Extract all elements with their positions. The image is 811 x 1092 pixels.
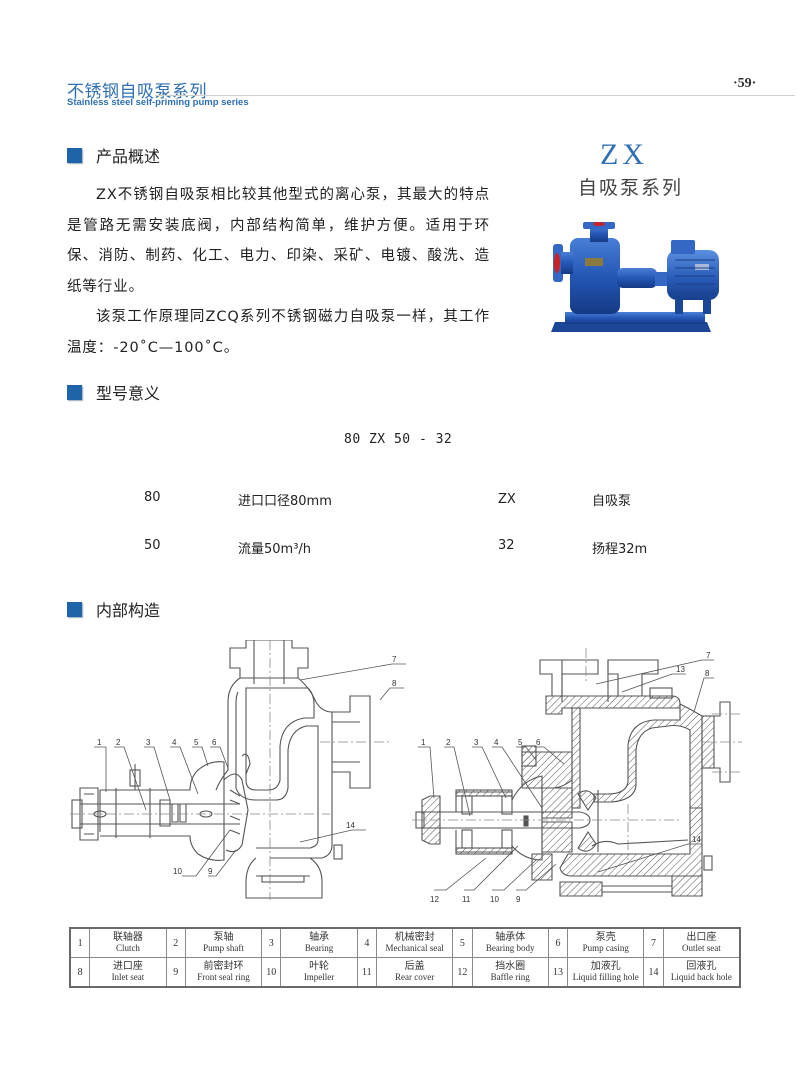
part-number: 5 bbox=[452, 927, 473, 958]
section-heading-model: 型号意义 bbox=[67, 380, 160, 404]
product-series-name: 自吸泵系列 bbox=[578, 177, 684, 199]
pump-cross-section-right: 1 2 3 4 5 6 7 13 8 12 11 10 9 14 bbox=[412, 648, 742, 904]
part-number: 4 bbox=[356, 927, 378, 958]
part-number: 12 bbox=[452, 957, 473, 988]
model-item-meaning: 流量50m³/h bbox=[238, 542, 312, 557]
part-number: 1 bbox=[69, 927, 91, 958]
callout-8: 8 bbox=[705, 669, 710, 678]
overview-text: ZX不锈钢自吸泵相比较其他型式的离心泵，其最大的特点是管路无需安装底阀，内部结构… bbox=[67, 180, 490, 363]
section-heading-structure: 内部构造 bbox=[67, 597, 160, 621]
callout-7: 7 bbox=[392, 655, 397, 664]
heading-text: 产品概述 bbox=[96, 147, 161, 166]
callout-6: 6 bbox=[536, 738, 541, 747]
callout-11: 11 bbox=[462, 895, 471, 904]
model-item-code: ZX bbox=[498, 492, 516, 507]
part-number: 11 bbox=[356, 957, 378, 988]
heading-text: 内部构造 bbox=[96, 601, 161, 620]
series-title-en: Stainless steel self-priming pump series bbox=[67, 97, 249, 108]
model-code: 80 ZX 50 - 32 bbox=[344, 432, 453, 447]
model-item-meaning: 自吸泵 bbox=[592, 494, 632, 509]
callout-3: 3 bbox=[474, 738, 479, 747]
heading-square-icon bbox=[67, 601, 82, 617]
callout-13: 13 bbox=[676, 665, 685, 674]
callout-9: 9 bbox=[516, 895, 521, 904]
model-item-code: 50 bbox=[144, 538, 161, 553]
callout-9: 9 bbox=[208, 867, 213, 876]
callout-1: 1 bbox=[421, 738, 426, 747]
part-number: 9 bbox=[165, 957, 186, 988]
callout-8: 8 bbox=[392, 679, 397, 688]
model-item-meaning: 进口口径80mm bbox=[238, 494, 332, 509]
overview-paragraph-1: ZX不锈钢自吸泵相比较其他型式的离心泵，其最大的特点是管路无需安装底阀，内部结构… bbox=[67, 187, 490, 295]
part-number: 3 bbox=[261, 927, 282, 958]
heading-square-icon bbox=[67, 147, 82, 163]
callout-14: 14 bbox=[692, 835, 701, 844]
pump-cross-section-left: 1 2 3 4 5 6 7 8 10 9 14 bbox=[70, 640, 406, 900]
callout-4: 4 bbox=[494, 738, 499, 747]
callout-3: 3 bbox=[146, 738, 151, 747]
section-heading-overview: 产品概述 bbox=[67, 143, 160, 167]
callout-2: 2 bbox=[446, 738, 451, 747]
part-number: 2 bbox=[165, 927, 186, 958]
part-number: 13 bbox=[547, 957, 569, 988]
callout-14: 14 bbox=[346, 821, 355, 830]
callout-10: 10 bbox=[490, 895, 499, 904]
product-code: ZX bbox=[600, 138, 648, 171]
header-divider bbox=[155, 95, 795, 96]
callout-1: 1 bbox=[97, 738, 102, 747]
overview-paragraph-2: 该泵工作原理同ZCQ系列不锈钢磁力自吸泵一样，其工作温度：-20˚C—100˚C… bbox=[67, 309, 490, 356]
callout-7: 7 bbox=[706, 651, 711, 660]
callout-4: 4 bbox=[172, 738, 177, 747]
part-number: 10 bbox=[261, 957, 282, 988]
model-item-meaning: 扬程32m bbox=[592, 542, 648, 557]
pump-photo bbox=[551, 222, 719, 332]
page-number: ·59· bbox=[733, 76, 757, 91]
part-number: 6 bbox=[547, 927, 569, 958]
callout-6: 6 bbox=[212, 738, 217, 747]
series-title-cn: 不锈钢自吸泵系列 bbox=[67, 82, 207, 102]
callout-5: 5 bbox=[518, 738, 523, 747]
model-item-code: 80 bbox=[144, 490, 161, 505]
part-number: 8 bbox=[69, 957, 91, 988]
part-number: 14 bbox=[643, 957, 664, 988]
heading-text: 型号意义 bbox=[96, 384, 161, 403]
callout-10: 10 bbox=[173, 867, 182, 876]
callout-2: 2 bbox=[116, 738, 121, 747]
model-item-code: 32 bbox=[498, 538, 515, 553]
callout-12: 12 bbox=[430, 895, 439, 904]
part-number: 7 bbox=[643, 927, 664, 958]
callout-5: 5 bbox=[194, 738, 199, 747]
heading-square-icon bbox=[67, 384, 82, 400]
